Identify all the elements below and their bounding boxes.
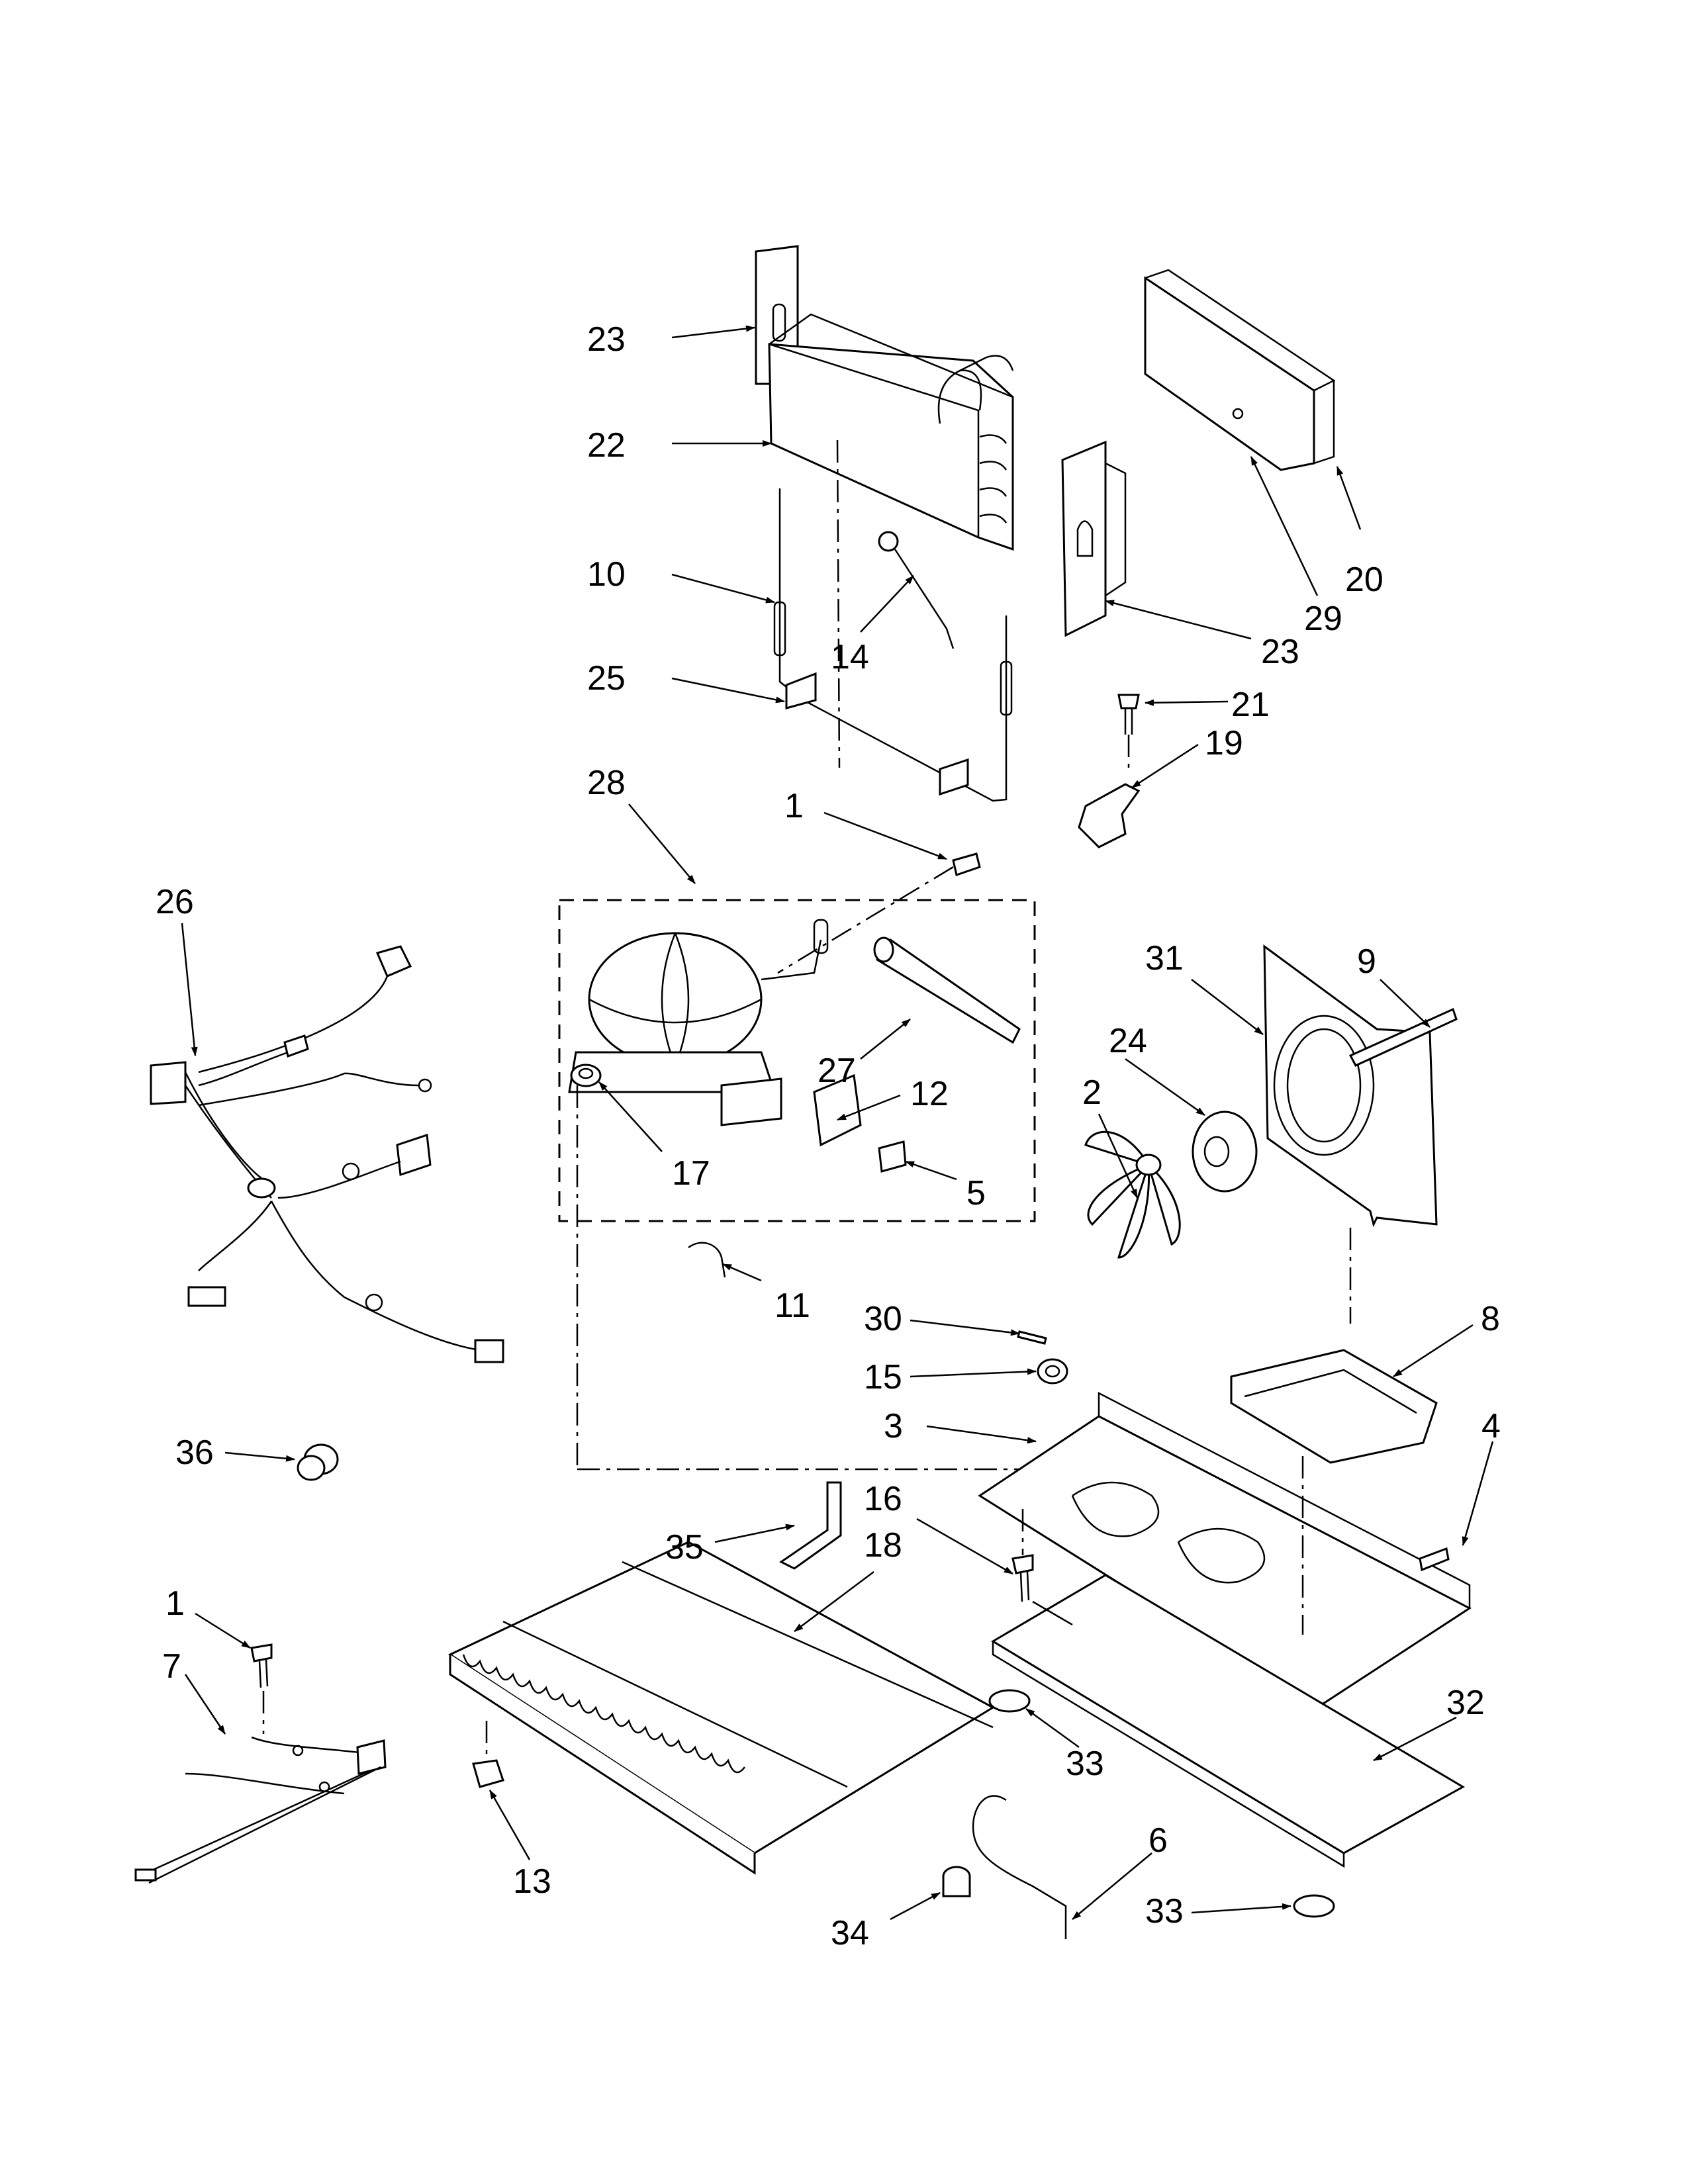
grommet-36 <box>297 1443 339 1481</box>
callout-31: 31 <box>1145 939 1184 978</box>
screw-21 <box>1117 694 1140 735</box>
wiring-harness <box>150 945 504 1363</box>
callout-33-upper: 33 <box>1066 1745 1104 1783</box>
filter-drier <box>873 936 1021 1044</box>
foot-33b <box>1293 1894 1335 1918</box>
compressor <box>568 919 829 1126</box>
callout-32: 32 <box>1446 1684 1485 1722</box>
evaporator-cover <box>1144 269 1336 471</box>
clip-11 <box>688 1242 726 1278</box>
callout-29: 29 <box>1304 600 1342 638</box>
fan-blade <box>1084 1130 1181 1259</box>
callout-13: 13 <box>513 1862 551 1901</box>
condenser <box>447 1541 996 1875</box>
callout-21: 21 <box>1231 686 1270 724</box>
callout-25: 25 <box>587 659 626 698</box>
control-box-8 <box>1230 1349 1438 1464</box>
heater-bracket <box>785 672 969 796</box>
callout-8: 8 <box>1481 1300 1500 1338</box>
callout-11: 11 <box>774 1287 810 1325</box>
callout-22: 22 <box>587 426 626 465</box>
overload <box>878 1140 907 1173</box>
screw-1a <box>952 852 981 876</box>
callout-26: 26 <box>156 883 194 921</box>
callout-labels: 23 22 10 14 25 20 29 23 21 19 28 1 26 27… <box>156 320 1501 1952</box>
evaporator-bracket-right <box>1061 440 1127 637</box>
grommet-17 <box>570 1064 602 1087</box>
callout-16: 16 <box>864 1480 902 1518</box>
callout-5: 5 <box>966 1174 986 1212</box>
compressor-assembly-box <box>558 899 1036 1222</box>
callout-2: 2 <box>1082 1073 1102 1112</box>
fan-shroud <box>1263 944 1438 1228</box>
defrost-thermostat <box>878 531 955 649</box>
callout-36: 36 <box>175 1433 214 1472</box>
callout-35: 35 <box>665 1528 704 1567</box>
callout-27: 27 <box>818 1052 856 1090</box>
clip-13 <box>472 1759 504 1788</box>
fan-motor <box>1192 1111 1258 1193</box>
defrost-heater <box>773 488 1013 802</box>
callout-17: 17 <box>672 1154 710 1193</box>
callout-3: 3 <box>884 1407 903 1445</box>
wire-6 <box>972 1795 1067 1939</box>
bracket-19 <box>1078 783 1141 848</box>
wire-harness-7 <box>134 1736 387 1884</box>
screw-4 <box>1419 1547 1450 1572</box>
callout-4: 4 <box>1481 1407 1501 1445</box>
foot-33a <box>988 1689 1031 1713</box>
condenser-baffle-32 <box>991 1574 1466 1868</box>
assembly-line-1a <box>777 866 954 974</box>
pin-30 <box>1017 1330 1047 1345</box>
callout-1-top: 1 <box>784 787 804 825</box>
callout-30: 30 <box>864 1300 902 1338</box>
callout-19: 19 <box>1205 724 1243 762</box>
callout-28: 28 <box>587 764 626 802</box>
callout-20: 20 <box>1345 561 1383 599</box>
assembly-line-evap <box>836 439 841 768</box>
callout-10: 10 <box>587 555 626 594</box>
callout-7: 7 <box>162 1647 181 1686</box>
callout-leaders <box>181 325 1494 1921</box>
callout-18: 18 <box>864 1526 902 1565</box>
tube-35 <box>779 1481 842 1570</box>
screw-1b <box>250 1643 273 1688</box>
callout-34: 34 <box>831 1914 869 1952</box>
grommet-34 <box>942 1866 971 1897</box>
callout-1-bottom: 1 <box>165 1584 185 1623</box>
callout-6: 6 <box>1149 1821 1168 1860</box>
callout-15: 15 <box>864 1358 902 1396</box>
callout-23-top: 23 <box>587 320 626 359</box>
callout-33-lower: 33 <box>1145 1892 1184 1931</box>
grommet-15 <box>1037 1358 1068 1385</box>
callout-14: 14 <box>831 638 869 676</box>
callout-24: 24 <box>1109 1022 1147 1060</box>
callout-23-right: 23 <box>1261 633 1299 671</box>
evaporator <box>768 313 1014 551</box>
screw-16 <box>1011 1554 1034 1602</box>
callout-9: 9 <box>1357 942 1376 981</box>
callout-12: 12 <box>910 1075 949 1113</box>
relay <box>813 1073 862 1147</box>
